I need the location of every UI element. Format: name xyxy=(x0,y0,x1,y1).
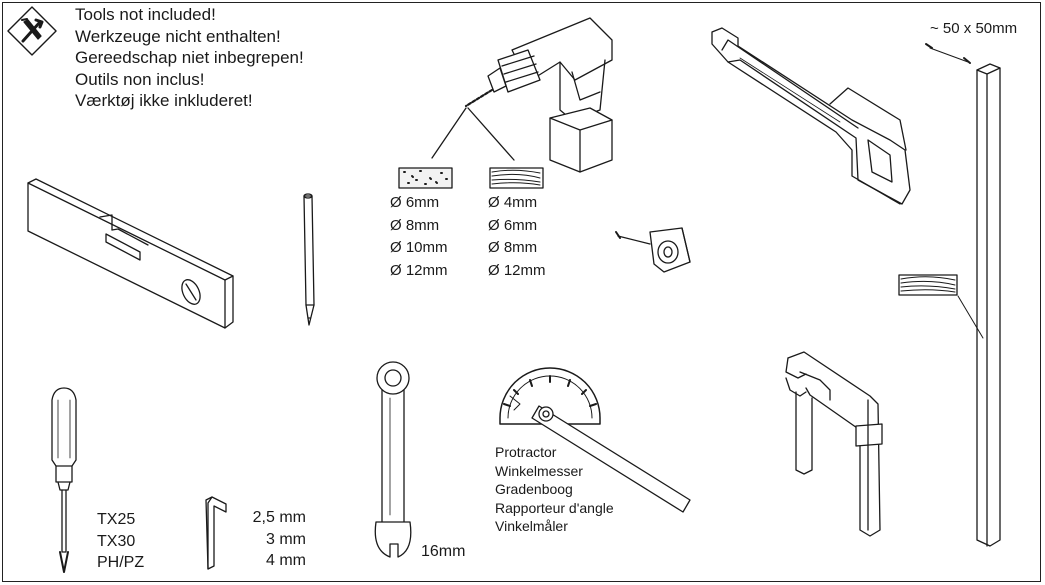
wood-bit-size: Ø 12mm xyxy=(488,261,546,279)
screwdriver-icon xyxy=(51,387,77,573)
clamp-icon xyxy=(785,351,883,537)
wrench-size: 16mm xyxy=(421,543,466,560)
hex-key-sizes: 2,5 mm 3 mm 4 mm xyxy=(236,507,306,572)
stone-bit-sizes: Ø 6mm Ø 8mm Ø 10mm Ø 12mm xyxy=(390,192,448,282)
drill-icon xyxy=(431,17,613,173)
protractor-label-de: Winkelmesser xyxy=(495,462,583,479)
lumber-post-icon xyxy=(925,43,1001,547)
protractor-icon xyxy=(499,367,691,513)
screwdriver-bits: TX25 TX30 PH/PZ xyxy=(97,509,144,574)
notice-line-de: Werkzeuge nicht enthalten! xyxy=(75,26,281,46)
screwdriver-bit: TX30 xyxy=(97,532,136,550)
lumber-dimension: ~ 50 x 50mm xyxy=(930,20,1018,37)
hex-key-size: 2,5 mm xyxy=(252,509,306,526)
pencil-icon xyxy=(303,193,315,326)
tools-icon xyxy=(7,6,57,56)
hex-key-size: 3 mm xyxy=(266,530,306,548)
hacksaw-icon xyxy=(711,27,911,205)
protractor-label-en: Protractor xyxy=(495,444,557,460)
protractor-label-da: Vinkelmåler xyxy=(495,518,568,534)
wood-bit-size: Ø 8mm xyxy=(488,239,538,256)
notice-line-nl: Gereedschap niet inbegrepen! xyxy=(75,48,304,67)
stone-bit-size: Ø 8mm xyxy=(390,216,440,234)
hex-key-icon xyxy=(205,496,227,570)
stone-bit-size: Ø 6mm xyxy=(390,194,440,211)
tape-measure-icon xyxy=(615,227,691,273)
protractor-label-nl: Gradenboog xyxy=(495,481,573,497)
wood-bit-size: Ø 6mm xyxy=(488,216,538,234)
screwdriver-bit: TX25 xyxy=(97,511,136,528)
spirit-level-icon xyxy=(27,178,234,329)
wood-bit-size: Ø 4mm xyxy=(488,194,538,211)
wood-bit-sizes: Ø 4mm Ø 6mm Ø 8mm Ø 12mm xyxy=(488,192,546,282)
stone-bit-size: Ø 10mm xyxy=(390,239,448,256)
stone-bit-size: Ø 12mm xyxy=(390,261,448,279)
protractor-label-fr: Rapporteur d'angle xyxy=(495,499,614,516)
wrench-icon xyxy=(374,361,412,558)
protractor-labels: Protractor Winkelmesser Gradenboog Rappo… xyxy=(495,443,614,536)
notice-line-en: Tools not included! xyxy=(75,5,216,24)
hex-key-size: 4 mm xyxy=(266,552,306,569)
wood-swatch-icon xyxy=(489,167,544,189)
notice-line-fr: Outils non inclus! xyxy=(75,69,205,89)
notice-line-da: Værktøj ikke inkluderet! xyxy=(75,91,253,110)
screwdriver-bit: PH/PZ xyxy=(97,554,145,571)
stone-swatch-icon xyxy=(398,167,453,189)
lumber-cross-section-icon xyxy=(898,274,958,296)
not-included-notice: Tools not included! Werkzeuge nicht enth… xyxy=(75,4,304,112)
